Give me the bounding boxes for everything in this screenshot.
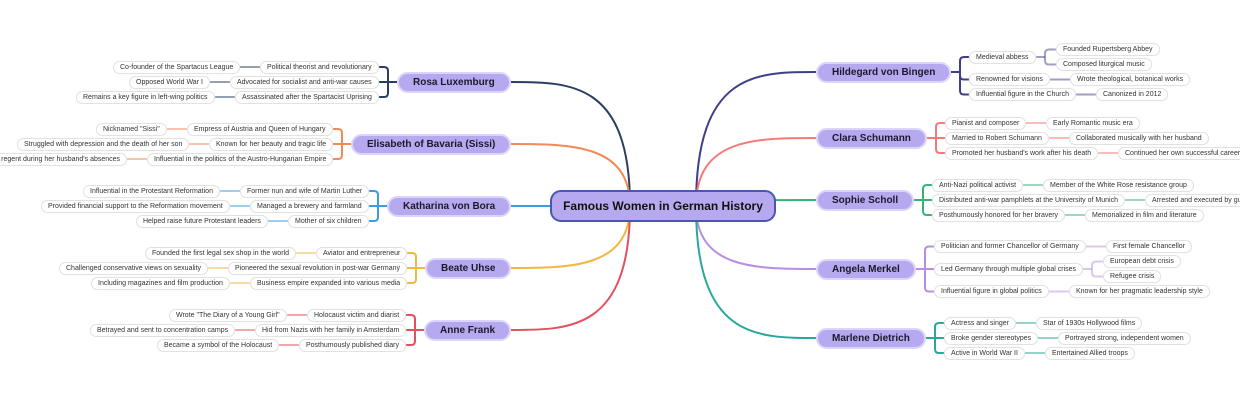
subtopic[interactable]: Married to Robert Schumann bbox=[945, 131, 1049, 145]
detail-topic[interactable]: Member of the White Rose resistance grou… bbox=[1043, 178, 1194, 192]
connector-line bbox=[695, 71, 817, 207]
detail-topic[interactable]: First female Chancellor bbox=[1106, 240, 1192, 253]
connector-line bbox=[369, 190, 379, 222]
detail-topic[interactable]: Provided financial support to the Reform… bbox=[41, 199, 230, 213]
subtopic[interactable]: Pianist and composer bbox=[945, 116, 1027, 130]
connector-line bbox=[379, 66, 389, 98]
detail-topic[interactable]: Opposed World War I bbox=[129, 75, 210, 89]
main-topic-8[interactable]: Angela Merkel bbox=[816, 258, 916, 280]
detail-topic[interactable]: Canonized in 2012 bbox=[1096, 88, 1169, 101]
detail-topic[interactable]: Entertained Allied troops bbox=[1045, 346, 1135, 360]
connector-line bbox=[1044, 48, 1056, 66]
main-topic-0[interactable]: Rosa Luxemburg bbox=[397, 71, 511, 93]
subtopic[interactable]: Distributed anti-war pamphlets at the Un… bbox=[932, 193, 1125, 207]
subtopic[interactable]: Influential figure in global politics bbox=[934, 285, 1049, 298]
connector-line bbox=[924, 245, 934, 293]
detail-topic[interactable]: Arrested and executed by guillotine bbox=[1145, 193, 1240, 207]
subtopic[interactable]: Anti-Nazi political activist bbox=[932, 178, 1024, 192]
detail-topic[interactable]: Founded the first legal sex shop in the … bbox=[145, 246, 296, 260]
detail-topic[interactable]: Co-founder of the Spartacus League bbox=[113, 60, 241, 74]
subtopic[interactable]: Medieval abbess bbox=[969, 50, 1036, 64]
connector-line bbox=[510, 81, 631, 207]
subtopic[interactable]: Managed a brewery and farmland bbox=[250, 199, 369, 213]
detail-topic[interactable]: Early Romantic music era bbox=[1046, 116, 1140, 130]
main-topic-3[interactable]: Beate Uhse bbox=[425, 257, 512, 279]
subtopic[interactable]: Posthumously published diary bbox=[299, 338, 406, 352]
connector-line bbox=[922, 184, 932, 216]
connector-line bbox=[333, 128, 343, 160]
detail-topic[interactable]: Wrote theological, botanical works bbox=[1070, 73, 1191, 86]
main-topic-6[interactable]: Clara Schumann bbox=[816, 127, 927, 149]
subtopic[interactable]: Broke gender stereotypes bbox=[944, 331, 1039, 345]
connector-line bbox=[510, 205, 631, 331]
main-topic-5[interactable]: Hildegard von Bingen bbox=[816, 61, 952, 83]
connector-line bbox=[406, 314, 416, 346]
detail-topic[interactable]: Continued her own successful career bbox=[1118, 146, 1240, 160]
subtopic[interactable]: Empress of Austria and Queen of Hungary bbox=[187, 122, 333, 136]
central-topic[interactable]: Famous Women in German History bbox=[550, 190, 776, 222]
main-topic-9[interactable]: Marlene Dietrich bbox=[816, 327, 926, 349]
detail-topic[interactable]: Struggled with depression and the death … bbox=[17, 137, 190, 151]
detail-topic[interactable]: Refugee crisis bbox=[1103, 270, 1162, 283]
subtopic[interactable]: Political theorist and revolutionary bbox=[260, 60, 379, 74]
subtopic[interactable]: Former nun and wife of Martin Luther bbox=[240, 184, 370, 198]
detail-topic[interactable]: Helped raise future Protestant leaders bbox=[136, 214, 268, 228]
subtopic[interactable]: Politician and former Chancellor of Germ… bbox=[934, 240, 1086, 253]
detail-topic[interactable]: Challenged conservative views on sexuali… bbox=[59, 261, 209, 275]
detail-topic[interactable]: Influential in the Protestant Reformatio… bbox=[83, 184, 220, 198]
main-topic-7[interactable]: Sophie Scholl bbox=[816, 189, 915, 211]
detail-topic[interactable]: Nicknamed "Sissi" bbox=[96, 122, 167, 136]
detail-topic[interactable]: European debt crisis bbox=[1103, 255, 1181, 268]
subtopic[interactable]: Pioneered the sexual revolution in post-… bbox=[228, 261, 407, 275]
detail-topic[interactable]: Founded Rupertsberg Abbey bbox=[1056, 43, 1160, 56]
subtopic[interactable]: Mother of six children bbox=[288, 214, 369, 228]
subtopic[interactable]: Business empire expanded into various me… bbox=[250, 276, 408, 290]
connector-line bbox=[1091, 260, 1103, 278]
detail-topic[interactable]: Became a symbol of the Holocaust bbox=[157, 338, 280, 352]
connector-line bbox=[935, 122, 945, 154]
subtopic[interactable]: Renowned for visions bbox=[969, 73, 1050, 86]
detail-topic[interactable]: Portrayed strong, independent women bbox=[1058, 331, 1191, 345]
connector-line bbox=[934, 322, 944, 354]
subtopic[interactable]: Aviator and entrepreneur bbox=[316, 246, 408, 260]
subtopic[interactable]: Hid from Nazis with her family in Amster… bbox=[255, 323, 407, 337]
subtopic[interactable]: Assassinated after the Spartacist Uprisi… bbox=[235, 90, 379, 104]
detail-topic[interactable]: Acted as regent during her husband's abs… bbox=[0, 152, 128, 166]
detail-topic[interactable]: Including magazines and film production bbox=[91, 276, 230, 290]
subtopic[interactable]: Influential figure in the Church bbox=[969, 88, 1076, 101]
detail-topic[interactable]: Known for her pragmatic leadership style bbox=[1069, 285, 1210, 298]
detail-topic[interactable]: Collaborated musically with her husband bbox=[1069, 131, 1209, 145]
connector-line bbox=[695, 205, 817, 270]
main-topic-4[interactable]: Anne Frank bbox=[424, 319, 512, 341]
subtopic[interactable]: Advocated for socialist and anti-war cau… bbox=[230, 75, 379, 89]
connector-line bbox=[510, 205, 631, 269]
detail-topic[interactable]: Star of 1930s Hollywood films bbox=[1036, 316, 1143, 330]
subtopic[interactable]: Actress and singer bbox=[944, 316, 1016, 330]
subtopic[interactable]: Active in World War II bbox=[944, 346, 1025, 360]
subtopic[interactable]: Led Germany through multiple global cris… bbox=[934, 262, 1084, 276]
connector-line bbox=[510, 143, 631, 207]
subtopic[interactable]: Influential in the politics of the Austr… bbox=[147, 152, 334, 166]
connector-line bbox=[695, 205, 817, 339]
detail-topic[interactable]: Composed liturgical music bbox=[1056, 58, 1152, 71]
detail-topic[interactable]: Wrote "The Diary of a Young Girl" bbox=[169, 308, 287, 322]
main-topic-1[interactable]: Elisabeth of Bavaria (Sissi) bbox=[351, 133, 512, 155]
connector-line bbox=[407, 252, 417, 284]
detail-topic[interactable]: Betrayed and sent to concentration camps bbox=[90, 323, 236, 337]
connector-line bbox=[959, 56, 969, 96]
detail-topic[interactable]: Memorialized in film and literature bbox=[1085, 208, 1204, 222]
connector-line bbox=[695, 137, 817, 207]
subtopic[interactable]: Holocaust victim and diarist bbox=[307, 308, 407, 322]
subtopic[interactable]: Promoted her husband's work after his de… bbox=[945, 146, 1099, 160]
detail-topic[interactable]: Remains a key figure in left-wing politi… bbox=[76, 90, 215, 104]
main-topic-2[interactable]: Katharina von Bora bbox=[387, 195, 512, 217]
subtopic[interactable]: Posthumously honored for her bravery bbox=[932, 208, 1066, 222]
subtopic[interactable]: Known for her beauty and tragic life bbox=[209, 137, 334, 151]
